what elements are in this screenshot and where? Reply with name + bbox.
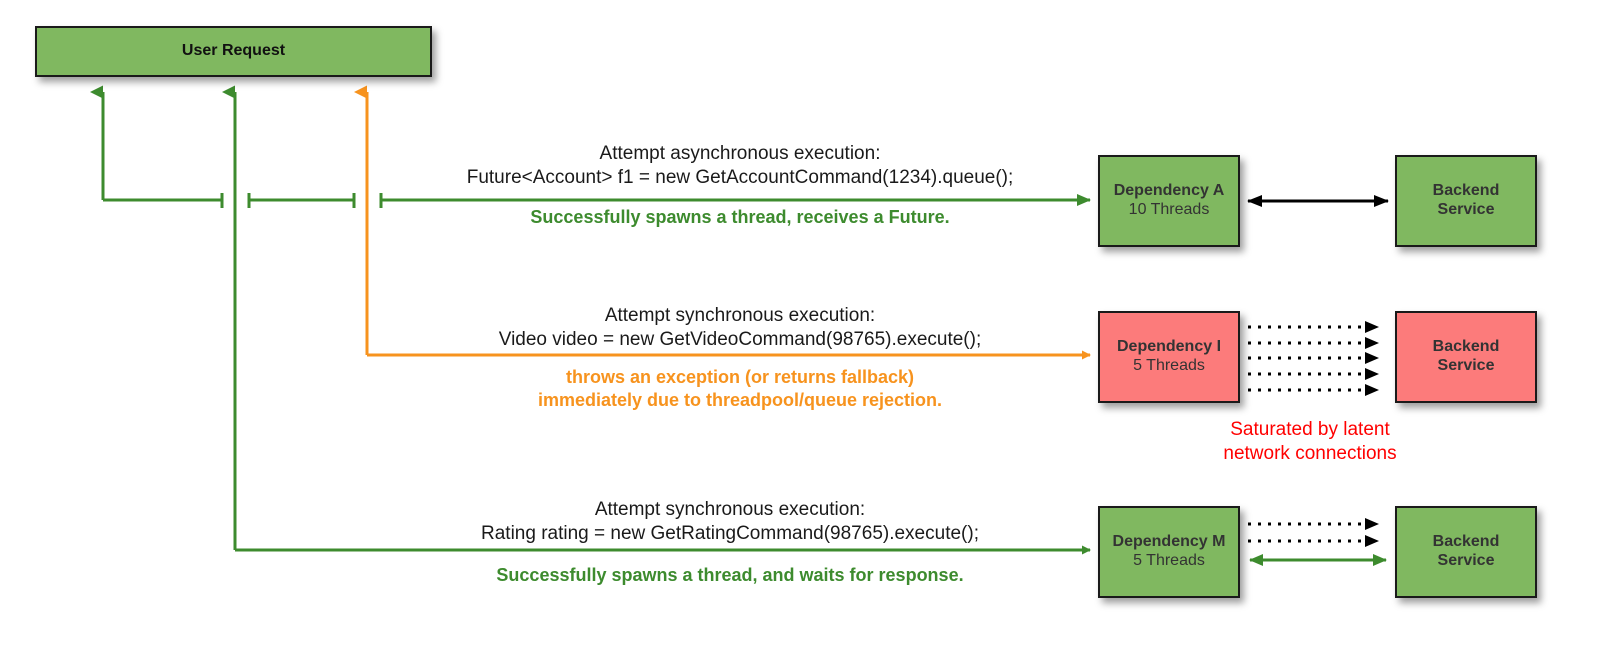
dependency-a-name: Dependency A bbox=[1113, 182, 1225, 200]
node-backend-m[interactable]: Backend Service bbox=[1395, 506, 1537, 598]
dependency-a-threads: 10 Threads bbox=[1128, 201, 1210, 218]
user-request-label: User Request bbox=[181, 42, 286, 60]
connector-row-i bbox=[354, 85, 1091, 360]
row-a-code-line2: Future<Account> f1 = new GetAccountComma… bbox=[466, 167, 1014, 188]
connector-row-a bbox=[90, 85, 1091, 208]
row-i-result-text: throws an exception (or returns fallback… bbox=[537, 367, 943, 411]
link-row-i-backend bbox=[1248, 321, 1379, 396]
dependency-i-name: Dependency I bbox=[1116, 338, 1222, 356]
dependency-m-threads: 5 Threads bbox=[1133, 552, 1205, 569]
backend-a-line1: Backend bbox=[1432, 182, 1500, 200]
node-backend-a[interactable]: Backend Service bbox=[1395, 155, 1537, 247]
row-m-result-text: Successfully spawns a thread, and waits … bbox=[496, 565, 964, 585]
dependency-m-name: Dependency M bbox=[1112, 533, 1226, 551]
node-dependency-a[interactable]: Dependency A 10 Threads bbox=[1098, 155, 1240, 247]
connector-row-m bbox=[222, 85, 1091, 555]
node-dependency-m[interactable]: Dependency M 5 Threads bbox=[1098, 506, 1240, 598]
link-row-m-backend bbox=[1248, 518, 1387, 566]
row-a-result-text: Successfully spawns a thread, receives a… bbox=[530, 207, 950, 227]
node-user-request[interactable]: User Request bbox=[35, 26, 432, 77]
dependency-i-threads: 5 Threads bbox=[1133, 357, 1205, 374]
backend-i-line2: Service bbox=[1437, 357, 1495, 374]
backend-i-line1: Backend bbox=[1432, 338, 1500, 356]
backend-m-line2: Service bbox=[1437, 552, 1495, 569]
row-m-code-line1: Attempt synchronous execution: bbox=[594, 499, 866, 520]
row-m-code-line2: Rating rating = new GetRatingCommand(987… bbox=[481, 523, 979, 544]
backend-m-line1: Backend bbox=[1432, 533, 1500, 551]
node-dependency-i[interactable]: Dependency I 5 Threads bbox=[1098, 311, 1240, 403]
backend-a-line2: Service bbox=[1437, 201, 1495, 218]
row-i-saturation-note: Saturated by latent network connections bbox=[1223, 419, 1397, 465]
row-i-code-line1: Attempt synchronous execution: bbox=[604, 305, 876, 326]
node-backend-i[interactable]: Backend Service bbox=[1395, 311, 1537, 403]
row-a-code-line1: Attempt asynchronous execution: bbox=[599, 143, 881, 164]
row-i-code-line2: Video video = new GetVideoCommand(98765)… bbox=[498, 329, 982, 350]
